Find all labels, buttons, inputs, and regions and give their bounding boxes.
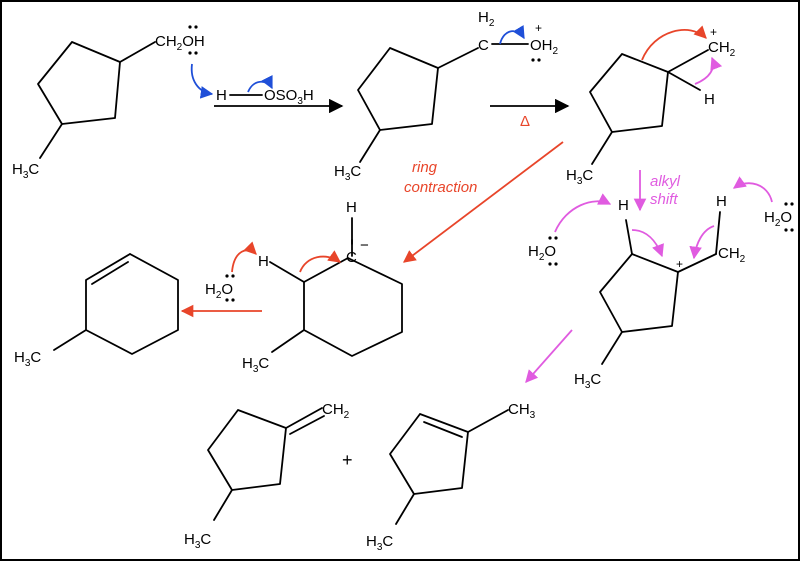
cyclopentane-ring-2 bbox=[357, 47, 439, 131]
plus-sign-products: + bbox=[342, 450, 353, 470]
label-minus-4: − bbox=[360, 237, 369, 254]
molecule-tertiary-cation: H H CH2 + H3C bbox=[574, 193, 746, 391]
label-h-6b: H bbox=[716, 193, 727, 210]
label-h-4: H bbox=[258, 253, 269, 270]
arrow-ring-bond-migrates bbox=[641, 25, 707, 61]
bond-methyl-7 bbox=[213, 489, 233, 521]
double-bond-endo bbox=[423, 421, 463, 438]
label-alkyl-shift-2: shift bbox=[650, 191, 678, 208]
bond-ring-h-left bbox=[269, 261, 305, 283]
water-base-right: H2O bbox=[732, 176, 794, 232]
label-h2o-mid: H2O bbox=[528, 243, 556, 263]
label-h3c-8: H3C bbox=[366, 533, 393, 553]
label-h-3: H bbox=[704, 91, 715, 108]
cyclohexene-ring bbox=[85, 253, 179, 355]
label-ch2-6: CH2 bbox=[718, 245, 746, 265]
water-base-middle: H2O bbox=[528, 193, 612, 266]
molecule-dimethylcyclopentene: CH3 H3C bbox=[366, 401, 536, 553]
bond-methyl-2 bbox=[359, 129, 381, 163]
arrow-to-alkene-products bbox=[525, 329, 573, 383]
label-h-top: H bbox=[346, 199, 357, 216]
label-h3c-6: H3C bbox=[574, 371, 601, 391]
label-h3c-7: H3C bbox=[184, 531, 211, 551]
arrow-hydride-shift-pink bbox=[694, 56, 723, 85]
label-h-acid: H bbox=[216, 87, 227, 104]
label-h2o-left: H2O bbox=[205, 281, 233, 301]
bond-ring-ch2 bbox=[437, 47, 479, 69]
label-h-6a: H bbox=[618, 197, 629, 214]
bond-methyl-6 bbox=[601, 331, 623, 365]
arrow-ch-to-cation-left bbox=[631, 229, 664, 258]
label-h2o-right: H2O bbox=[764, 209, 792, 229]
bond-ring-h-top bbox=[625, 219, 633, 255]
arrow-water-right-deprotonates bbox=[732, 176, 773, 203]
label-plus-oxonium: + bbox=[535, 21, 542, 35]
bond-ch2oh bbox=[119, 41, 156, 63]
molecule-oxonium: H2 C OH2 + H3C bbox=[334, 9, 559, 183]
label-ch3-8: CH3 bbox=[508, 401, 536, 421]
bond-ring-ch2-plus bbox=[667, 49, 709, 73]
molecule-alcohol: CH2OH H3C bbox=[12, 25, 205, 181]
label-ch2-cation: CH2 bbox=[708, 39, 736, 59]
reagent-sulfuric-acid: H OSO3H bbox=[190, 63, 314, 107]
molecule-methylenecyclopentane: CH2 H3C bbox=[184, 401, 350, 551]
label-oh2: OH2 bbox=[530, 37, 559, 57]
arrow-ch-to-cation-right bbox=[689, 225, 715, 260]
molecule-methylcyclohexene: H3C bbox=[14, 253, 179, 369]
double-bond-exo-b bbox=[289, 415, 325, 435]
label-ch2-7: CH2 bbox=[322, 401, 350, 421]
double-bond-exo-a bbox=[285, 407, 323, 429]
cyclopentane-ring-3 bbox=[589, 53, 669, 133]
double-bond-inner bbox=[91, 261, 129, 285]
bond-ring-ch3 bbox=[467, 409, 509, 433]
label-h3c-1: H3C bbox=[12, 161, 39, 181]
water-base-left: H2O bbox=[205, 241, 257, 302]
molecule-primary-cation: CH2 + H H3C bbox=[566, 25, 736, 187]
label-ring-contraction-1: ring bbox=[412, 159, 438, 176]
label-h3c-2: H3C bbox=[334, 163, 361, 183]
arrow-ring-expansion-path bbox=[402, 141, 564, 263]
bond-ring-ch2-6 bbox=[677, 253, 717, 273]
bond-methyl-3 bbox=[591, 131, 613, 165]
label-oso3h: OSO3H bbox=[264, 87, 314, 107]
bond-methyl-1 bbox=[39, 123, 63, 159]
label-c-cation-4: C bbox=[346, 249, 357, 266]
bond-ring-h bbox=[667, 71, 701, 91]
bond-methyl-8 bbox=[395, 493, 415, 525]
label-h2-2: H2 bbox=[478, 9, 495, 29]
arrow-water-deprotonates bbox=[231, 241, 257, 273]
label-plus-6: + bbox=[676, 257, 683, 271]
bond-ch2-h-6 bbox=[715, 211, 721, 255]
cyclopentane-ring-1 bbox=[37, 41, 121, 125]
bond-methyl-4 bbox=[271, 329, 305, 353]
arrow-h-o-bond-break bbox=[247, 75, 273, 93]
bond-methyl-5 bbox=[53, 329, 87, 351]
arrow-water-mid-deprotonates bbox=[554, 193, 612, 233]
label-plus-cation-1: + bbox=[710, 25, 717, 39]
label-alkyl-shift-1: alkyl bbox=[650, 173, 681, 190]
label-ring-contraction-2: contraction bbox=[404, 179, 477, 196]
cyclopentane-ring-7 bbox=[207, 409, 287, 491]
cyclopentane-ring-6 bbox=[599, 253, 679, 333]
label-ch2oh: CH2OH bbox=[155, 33, 205, 53]
label-h3c-3: H3C bbox=[566, 167, 593, 187]
label-heat: Δ bbox=[520, 113, 530, 130]
arrow-oh-attacks-h bbox=[190, 63, 214, 99]
label-c-2: C bbox=[478, 37, 489, 54]
arrow-ch-bond-to-cation bbox=[299, 250, 342, 273]
molecule-cyclohexyl-cation: H C − H H3C bbox=[242, 199, 403, 375]
cyclopentene-ring bbox=[389, 413, 469, 495]
arrow-water-leaves bbox=[499, 25, 525, 45]
label-h3c-5: H3C bbox=[14, 349, 41, 369]
label-h3c-4: H3C bbox=[242, 355, 269, 375]
